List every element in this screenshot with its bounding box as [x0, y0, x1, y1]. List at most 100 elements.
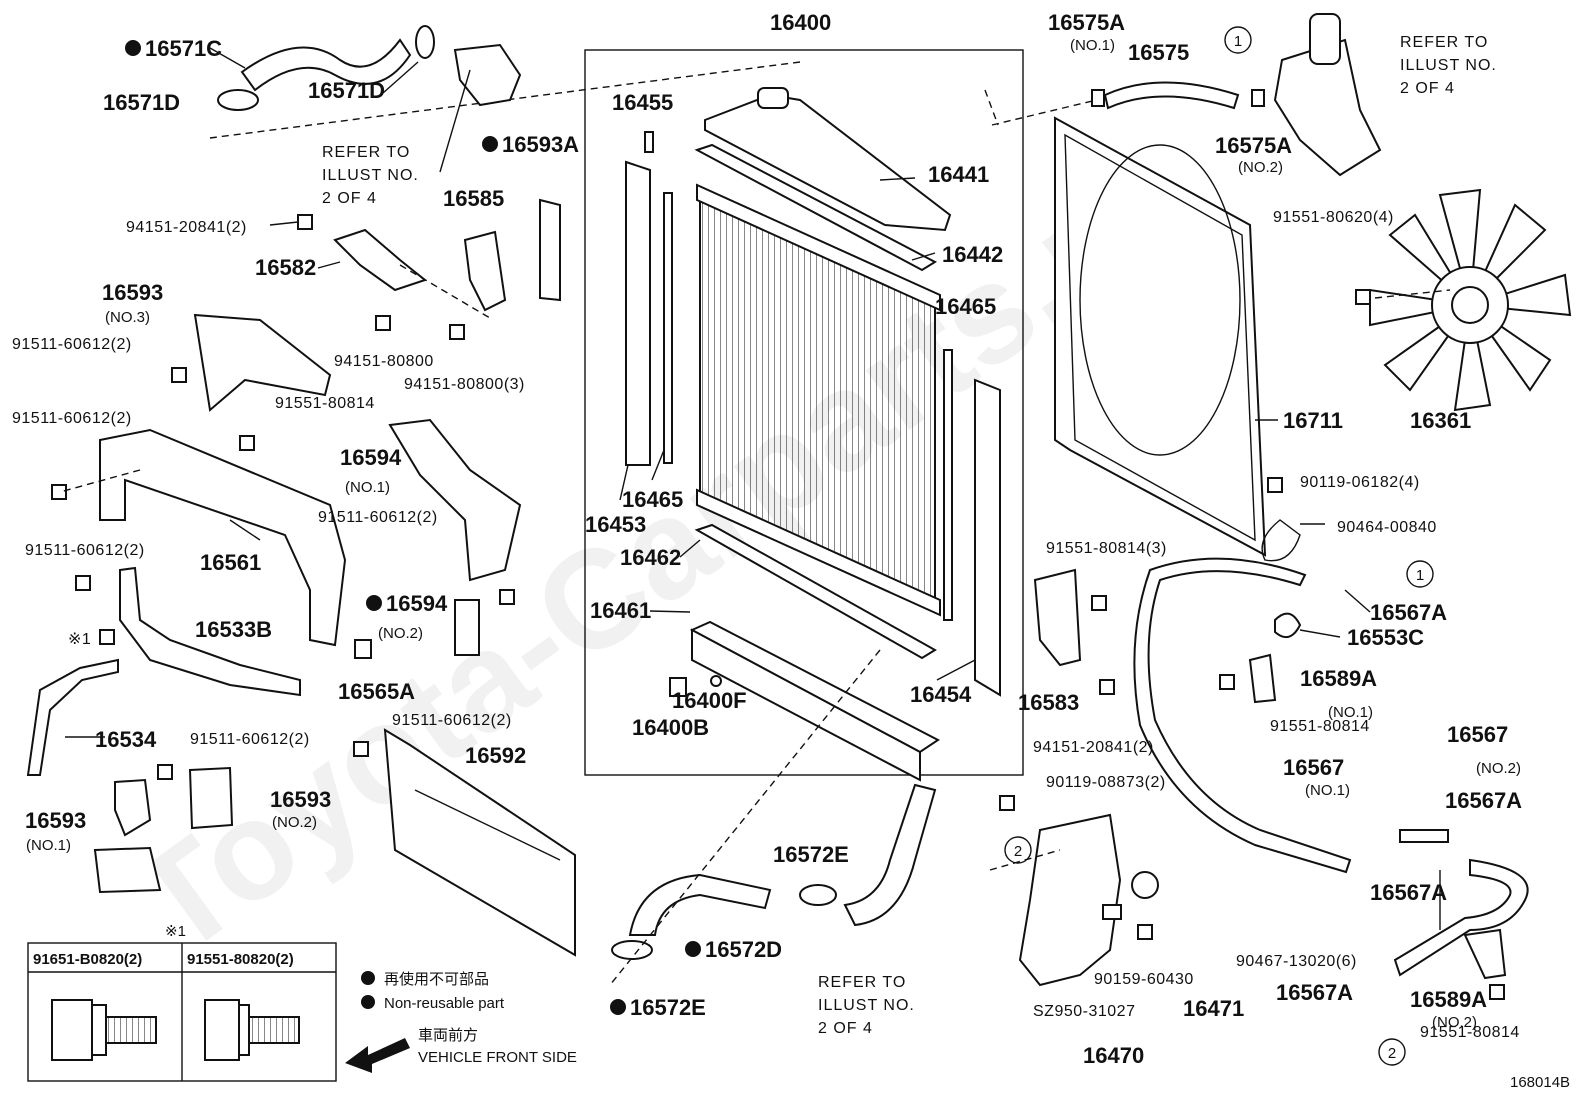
seal-16593-no2: [188, 766, 234, 830]
radiator-group: [209, 61, 1001, 782]
svg-text:2 OF 4: 2 OF 4: [818, 1020, 873, 1037]
part-label-16442: 16442: [942, 242, 1003, 267]
svg-text:Non-reusable part: Non-reusable part: [384, 995, 505, 1012]
part-label-90119-08873: 90119-08873(2): [1046, 774, 1166, 791]
non-reusable-marker: [610, 999, 626, 1015]
part-label-16572E_a: 16572E: [773, 842, 849, 867]
reservoir-16470: [1018, 813, 1122, 987]
sublabel-16589A-no2: (NO.2): [1432, 1014, 1477, 1031]
svg-text:2: 2: [1388, 1045, 1396, 1062]
circle-ref-2-bottom: 2: [1378, 1038, 1406, 1066]
part-label-91511-60612a: 91511-60612(2): [12, 336, 132, 353]
part-label-16594_2: 16594: [386, 591, 448, 616]
left-support-16453: [625, 160, 651, 466]
part-label-16400: 16400: [770, 10, 831, 35]
part-label-91511-60612e: 91511-60612(2): [392, 712, 512, 729]
part-label-16575: 16575: [1128, 40, 1189, 65]
svg-text:2 OF 4: 2 OF 4: [322, 190, 377, 207]
part-label-16441: 16441: [928, 162, 989, 187]
seal-16592: [383, 728, 576, 957]
part-label-94151-80800b: 94151-80800(3): [404, 376, 525, 393]
seal-16593-no1: [114, 778, 152, 837]
upper-gasket: [694, 143, 938, 272]
fan-shroud-16711: [1054, 116, 1267, 557]
svg-text:再使用不可部品: 再使用不可部品: [384, 971, 489, 988]
non-reusable-marker: [366, 595, 382, 611]
part-label-16571D_a: 16571D: [308, 78, 385, 103]
svg-text:91651-B0820(2): 91651-B0820(2): [33, 951, 142, 968]
part-label-16453: 16453: [585, 512, 646, 537]
bracket-16533B: [119, 566, 301, 697]
svg-text:2: 2: [1014, 843, 1022, 860]
clip-16575A-no1: [1091, 89, 1105, 107]
radiator-assembly-box: [584, 49, 1024, 776]
part-label-16565A: 16565A: [338, 679, 415, 704]
water-inlet-16571: [453, 43, 522, 107]
part-label-94151-20841b: 94151-20841(2): [1033, 739, 1154, 756]
clamp-16553C: [1274, 612, 1302, 639]
non-reusable-marker: [482, 136, 498, 152]
part-label-16575A_1: 16575A: [1048, 10, 1125, 35]
svg-text:REFER TO: REFER TO: [322, 144, 410, 161]
sublabel-16575A-no2: (NO.2): [1238, 159, 1283, 176]
part-label-16593_2: 16593: [270, 787, 331, 812]
bolt-16455: [644, 131, 654, 153]
part-label-91511-60612d: 91511-60612(2): [25, 542, 145, 559]
seal-16465-left: [663, 192, 673, 464]
sublabel-16593-no2: (NO.2): [272, 814, 317, 831]
clamp-16572E-a: [799, 884, 837, 906]
part-label-16582: 16582: [255, 255, 316, 280]
seal-16593-no1-b: [93, 846, 162, 894]
support-16561: [99, 428, 347, 647]
hose-16572D: [628, 873, 772, 936]
sublabel-16567-no1: (NO.1): [1305, 782, 1350, 799]
part-label-16711: 16711: [1283, 408, 1343, 433]
part-label-91551-80814b: 91551-80814(3): [1046, 540, 1167, 557]
part-label-16583: 16583: [1018, 690, 1079, 715]
svg-text:REFER TO: REFER TO: [1400, 34, 1488, 51]
radiator-upper-pipe: [757, 87, 789, 109]
bracket-16582: [333, 228, 428, 292]
part-label-91511-60612f: 91511-60612(2): [190, 731, 310, 748]
part-label-91511-60612c: 91511-60612(2): [318, 509, 438, 526]
fan-shroud-opening: [1079, 144, 1241, 456]
part-label-16567A_c: 16567A: [1370, 880, 1447, 905]
clamp-16572E-b: [611, 940, 653, 960]
part-label-16593A: 16593A: [502, 132, 579, 157]
svg-text:1: 1: [1416, 567, 1424, 584]
o-ring-16400F: [710, 675, 722, 687]
part-label-16592: 16592: [465, 743, 526, 768]
bracket-16593A: [539, 198, 561, 302]
sublabel-16593-no3: (NO.3): [105, 309, 150, 326]
right-support-16454: [974, 378, 1001, 697]
hose-16567-no2: [1393, 858, 1529, 977]
part-label-16571C: 16571C: [145, 36, 222, 61]
pipe-16567A: [1399, 829, 1449, 843]
part-label-16567_1: 16567: [1283, 755, 1344, 780]
part-label-16470: 16470: [1083, 1043, 1144, 1068]
part-label-90119-06182: 90119-06182(4): [1300, 474, 1420, 491]
part-label-16567A_b: 16567A: [1445, 788, 1522, 813]
part-label-16594_1: 16594: [340, 445, 402, 470]
non-reusable-marker: [125, 40, 141, 56]
part-label-16593_3: 16593: [102, 280, 163, 305]
part-label-16567A_d: 16567A: [1276, 980, 1353, 1005]
sublabel-16575A-no1: (NO.1): [1070, 37, 1115, 54]
part-label-91551-80620: 91551-80620(4): [1273, 209, 1394, 226]
bracket-16534: [26, 658, 119, 776]
clamp-16571D-b: [217, 89, 259, 111]
part-label-16534: 16534: [95, 727, 157, 752]
part-label-16462: 16462: [620, 545, 681, 570]
part-label-16567A_a: 16567A: [1370, 600, 1447, 625]
clamp-16571D-a: [415, 25, 435, 59]
hose-16575: [1103, 81, 1240, 110]
radiator-core-top: [696, 183, 941, 312]
legend-marker-en: [361, 995, 375, 1009]
fan-shroud-group: [991, 91, 1267, 557]
hose-16567-no1: [1133, 557, 1352, 874]
part-label-star1: ※1: [68, 631, 91, 648]
svg-text:ILLUST NO.: ILLUST NO.: [818, 997, 915, 1014]
circle-ref-1-top: 1: [1224, 26, 1252, 54]
part-label-94151-80800a: 94151-80800: [334, 353, 434, 370]
bolt-icon-91651: [51, 999, 157, 1061]
